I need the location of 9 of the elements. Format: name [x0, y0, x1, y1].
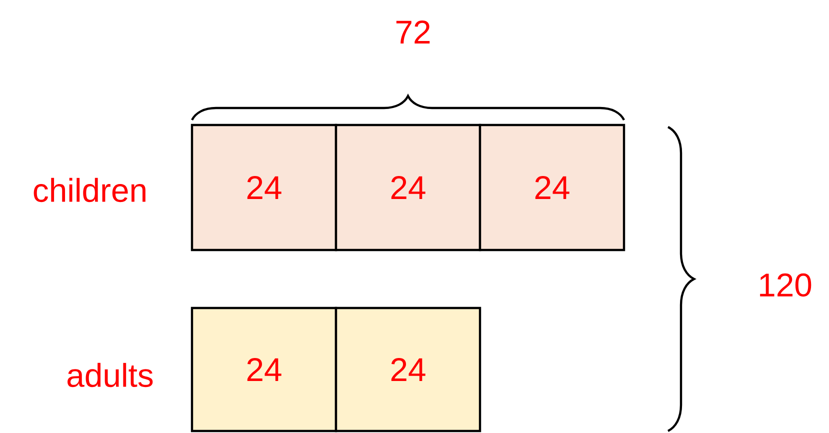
- label: 120: [760, 273, 812, 297]
- bar-segment: 24: [478, 124, 626, 252]
- label: adults: [68, 362, 153, 388]
- bar-segment: 24: [190, 124, 338, 252]
- label: children: [34, 178, 146, 202]
- bar-segment: 24: [334, 124, 482, 252]
- bar-segment: 24: [190, 306, 338, 432]
- label: 72: [396, 20, 430, 44]
- bar-segment: 24: [334, 306, 482, 432]
